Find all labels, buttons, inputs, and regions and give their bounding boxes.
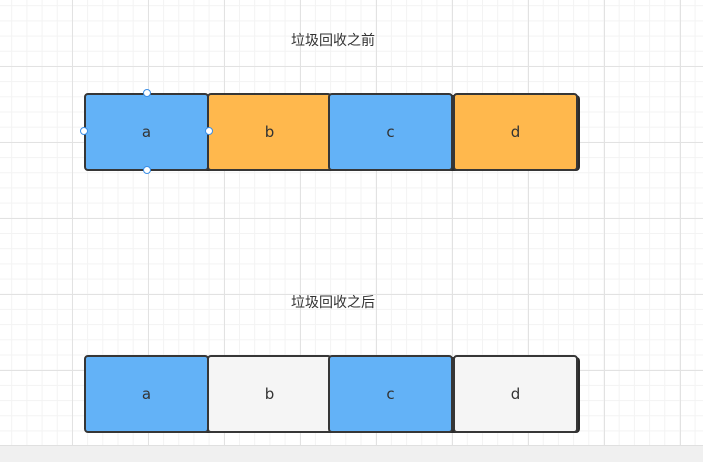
selection-handle-bottom[interactable] <box>143 166 151 174</box>
diagram-canvas: 垃圾回收之前 a b c d 垃圾回收之后 a b c d <box>80 33 580 433</box>
memory-block-b-before[interactable]: b <box>207 93 332 171</box>
memory-block-a-after[interactable]: a <box>84 355 209 433</box>
title-after-gc[interactable]: 垃圾回收之后 <box>291 295 375 311</box>
selection-handle-right[interactable] <box>205 127 213 135</box>
selection-handle-top[interactable] <box>143 89 151 97</box>
memory-row-after-gc: a b c d <box>84 355 580 433</box>
canvas-bottom-scrollbar[interactable] <box>0 445 703 462</box>
memory-block-b-after[interactable]: b <box>207 355 332 433</box>
memory-block-d-before[interactable]: d <box>453 93 578 171</box>
memory-block-d-after[interactable]: d <box>453 355 578 433</box>
memory-block-a-before[interactable]: a <box>84 93 209 171</box>
title-before-gc[interactable]: 垃圾回收之前 <box>291 33 375 49</box>
selection-handle-left[interactable] <box>80 127 88 135</box>
memory-block-c-after[interactable]: c <box>328 355 453 433</box>
memory-row-before-gc: a b c d <box>80 89 580 174</box>
memory-block-c-before[interactable]: c <box>328 93 453 171</box>
